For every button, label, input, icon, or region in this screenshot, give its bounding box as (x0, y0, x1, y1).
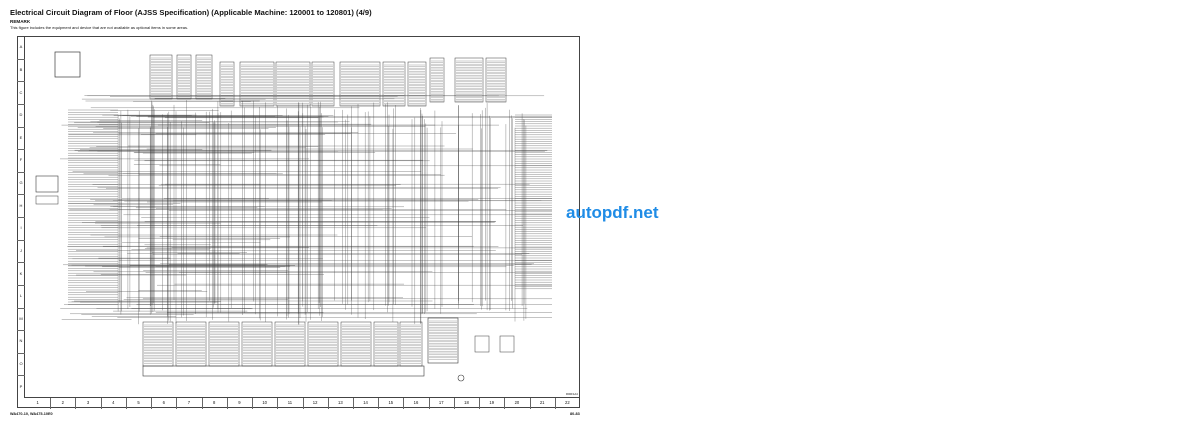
row-label: H (19, 202, 23, 208)
connector-block (485, 57, 507, 103)
row-label: G (19, 180, 23, 186)
column-label: 17 (438, 400, 444, 405)
row-index-column: A B C D E F G H I J K L M N O P (17, 36, 25, 398)
ground-terminal (457, 374, 465, 382)
column-label: 15 (388, 400, 394, 405)
column-label: 11 (287, 400, 293, 405)
row-label: B (19, 66, 23, 72)
relay-device (54, 51, 81, 78)
controller-connector (373, 321, 399, 367)
controller-connector (175, 321, 207, 367)
footer-page-number: 80-83 (570, 412, 580, 416)
connector-block (195, 54, 213, 100)
column-label: 12 (312, 400, 318, 405)
mode-selector-switch (35, 175, 59, 193)
column-label: 16 (413, 400, 419, 405)
device-box (35, 195, 59, 205)
diagram-frame (17, 36, 580, 408)
row-label: E (19, 134, 23, 140)
page-code: R00F1A4 (566, 392, 578, 396)
remark-heading: REMARK (10, 19, 31, 24)
row-label: I (20, 225, 22, 231)
row-label: F (19, 157, 23, 163)
column-label: 8 (213, 400, 216, 405)
row-label: L (19, 293, 23, 299)
relay-box (474, 335, 490, 353)
controller-connector (208, 321, 240, 367)
column-label: 4 (112, 400, 115, 405)
column-label: 2 (61, 400, 64, 405)
row-label: A (19, 44, 23, 50)
row-label: K (19, 270, 23, 276)
vis-controller (427, 317, 459, 364)
column-label: 14 (363, 400, 368, 405)
column-label: 9 (238, 400, 241, 405)
connector-block (407, 61, 427, 107)
connector-block (239, 61, 275, 107)
footer-model: WA470-10, WA475-10E0 (10, 412, 53, 416)
connector-block (382, 61, 406, 107)
connector-block (219, 61, 235, 107)
column-label: 6 (162, 400, 165, 405)
row-label: N (19, 338, 23, 344)
controller-connector (241, 321, 273, 367)
row-label: C (19, 89, 23, 95)
controller-connector (399, 321, 423, 367)
master-device-panel (142, 365, 425, 377)
connector-block (275, 61, 311, 107)
watermark: autopdf.net (566, 203, 659, 222)
connector-block (311, 61, 335, 107)
column-label: 20 (514, 400, 520, 405)
controller-connector (274, 321, 306, 367)
column-label: 5 (137, 400, 140, 405)
column-label: 18 (464, 400, 469, 405)
row-label: J (20, 247, 22, 253)
row-label: D (19, 112, 23, 118)
page-title: Electrical Circuit Diagram of Floor (AJS… (10, 8, 372, 17)
row-label: M (19, 315, 23, 321)
connector-block (429, 57, 445, 103)
controller-connector (142, 321, 174, 367)
connector-block (149, 54, 173, 100)
column-label: 22 (565, 400, 570, 405)
column-label: 19 (489, 400, 495, 405)
controller-connector (340, 321, 372, 367)
column-label: 10 (262, 400, 267, 405)
controller-connector (307, 321, 339, 367)
column-label: 1 (36, 400, 39, 405)
column-label: 7 (187, 400, 191, 405)
row-label: P (19, 383, 23, 389)
column-label: 3 (86, 400, 90, 405)
relay-box (499, 335, 515, 353)
connector-block (339, 61, 381, 107)
row-label: O (19, 361, 23, 367)
column-label: 13 (337, 400, 343, 405)
column-label: 21 (539, 400, 545, 405)
connector-block (176, 54, 192, 100)
remark-text: This figure includes the equipment and d… (10, 25, 189, 30)
connector-block (454, 57, 484, 103)
